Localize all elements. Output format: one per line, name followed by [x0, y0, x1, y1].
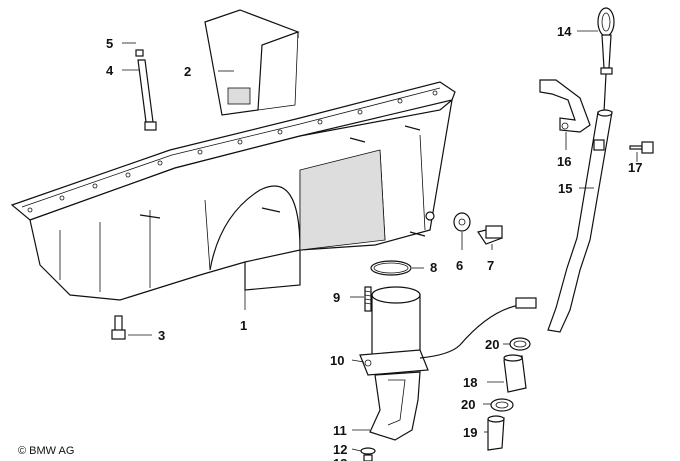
- o-ring-drawing: [370, 260, 412, 276]
- oil-pan-drawing: [10, 81, 456, 301]
- part-label-9[interactable]: 9: [333, 290, 340, 305]
- shield-plate-drawing: [204, 9, 300, 116]
- stud-drawing: [364, 286, 372, 312]
- part-label-18[interactable]: 18: [463, 375, 477, 390]
- part-label-6[interactable]: 6: [456, 258, 463, 273]
- part-label-8[interactable]: 8: [430, 260, 437, 275]
- part-label-5[interactable]: 5: [106, 36, 113, 51]
- part-label-7[interactable]: 7: [487, 258, 494, 273]
- part-label-20a[interactable]: 20: [485, 337, 499, 352]
- guide-tube-drawing: [547, 109, 613, 333]
- oil-level-sensor-drawing: [359, 286, 537, 376]
- part-label-14[interactable]: 14: [557, 24, 572, 39]
- part-label-17[interactable]: 17: [628, 160, 642, 175]
- short-bolt-drawing: [111, 315, 126, 340]
- part-label-2[interactable]: 2: [184, 64, 191, 79]
- part-label-15[interactable]: 15: [558, 181, 572, 196]
- hose-drawing: [503, 354, 527, 393]
- part-label-10[interactable]: 10: [330, 353, 344, 368]
- dipstick-drawing: [597, 7, 615, 113]
- pickup-tube-drawing: [369, 371, 421, 441]
- part-label-3[interactable]: 3: [158, 328, 165, 343]
- part-label-11[interactable]: 11: [333, 423, 347, 438]
- drain-plug-drawing: [453, 212, 503, 245]
- small-washer-drawing: [360, 447, 376, 461]
- hose-clamp-lower-drawing: [490, 398, 514, 412]
- part-label-4[interactable]: 4: [106, 63, 114, 78]
- part-labels: 1 2 3 4 5 6 7 8 9 10 11 12 13 14 15 16 1…: [106, 24, 642, 461]
- part-label-16[interactable]: 16: [557, 154, 571, 169]
- part-label-1[interactable]: 1: [240, 318, 247, 333]
- bracket-bolt-drawing: [629, 141, 654, 154]
- long-bolt-drawing: [135, 49, 157, 131]
- bracket-drawing: [539, 79, 591, 133]
- part-label-12[interactable]: 12: [333, 442, 347, 457]
- part-label-19[interactable]: 19: [463, 425, 477, 440]
- part-label-13[interactable]: 13: [333, 456, 347, 461]
- leader-lines: [122, 30, 638, 452]
- tube-drawing: [487, 415, 505, 451]
- part-label-20b[interactable]: 20: [461, 397, 475, 412]
- hose-clamp-upper-drawing: [509, 337, 531, 351]
- copyright-notice: © BMW AG: [18, 445, 75, 457]
